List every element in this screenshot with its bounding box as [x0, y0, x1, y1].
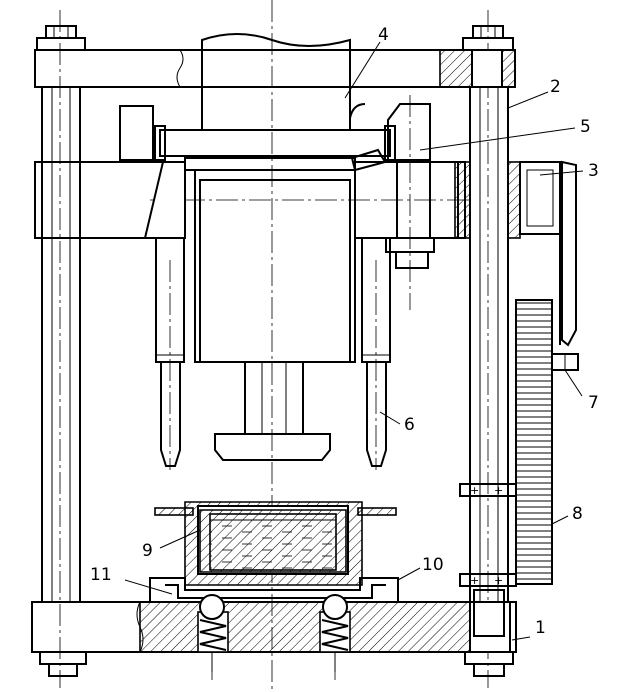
lower-collar: + +	[459, 573, 517, 587]
lever-bracket	[519, 160, 577, 347]
leader-lines	[124, 41, 584, 641]
label-11: 11	[90, 565, 112, 585]
svg-text:+: +	[494, 484, 503, 497]
right-column	[469, 87, 509, 602]
svg-text:+: +	[470, 574, 479, 587]
guide-pin-left	[155, 237, 185, 467]
label-6: 6	[404, 415, 415, 435]
top-nut-left	[36, 25, 86, 51]
top-nut-right	[462, 25, 514, 51]
base-plate	[31, 589, 517, 653]
label-4: 4	[378, 25, 389, 45]
part-labels: 1 2 3 4 5 6 7 8 9 10 11	[90, 25, 599, 638]
label-10: 10	[422, 555, 444, 575]
gear-rack	[515, 299, 553, 585]
ram	[201, 33, 351, 131]
upper-die-plate	[119, 103, 431, 161]
cup-workpiece	[184, 501, 363, 586]
label-7: 7	[588, 393, 599, 413]
bottom-nut-left	[39, 651, 87, 677]
die-body	[184, 148, 459, 363]
label-8: 8	[572, 504, 583, 524]
spring-right	[319, 594, 351, 672]
left-column	[41, 87, 81, 602]
svg-text:+: +	[494, 574, 503, 587]
label-9: 9	[142, 541, 153, 561]
bottom-nut-right	[464, 651, 514, 677]
svg-text:+: +	[470, 484, 479, 497]
label-1: 1	[535, 618, 546, 638]
label-2: 2	[550, 77, 561, 97]
label-5: 5	[580, 117, 591, 137]
upper-collar: + +	[459, 483, 517, 497]
label-3: 3	[588, 161, 599, 181]
top-crossbeam	[34, 49, 516, 88]
guide-pin-right	[361, 237, 391, 467]
punch	[214, 361, 331, 461]
pinion-pin	[551, 353, 579, 371]
spring-left	[197, 594, 229, 672]
